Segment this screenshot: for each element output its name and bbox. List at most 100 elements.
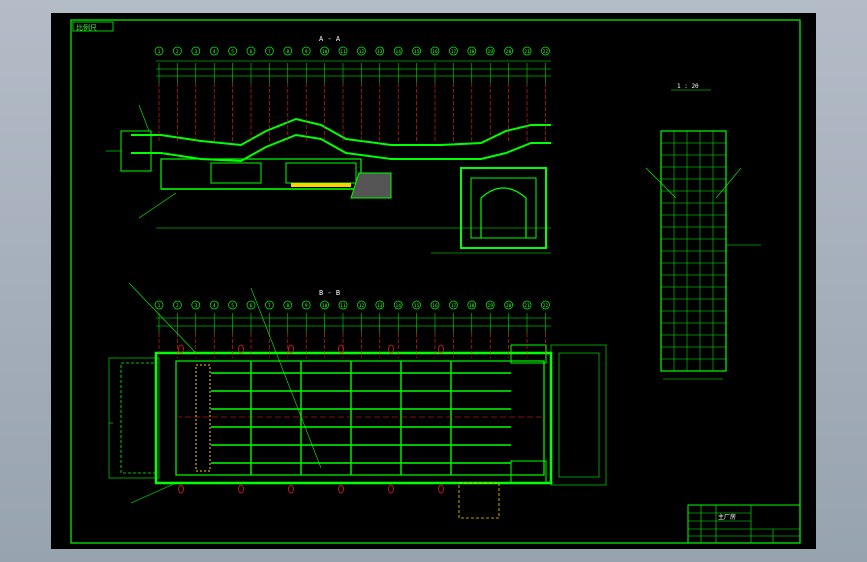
axis-bubble: 10: [320, 300, 329, 310]
svg-text:19: 19: [487, 303, 493, 309]
svg-text:10: 10: [322, 303, 328, 309]
section-a-label: A - A: [319, 35, 341, 43]
axis-bubble: 21: [522, 300, 532, 310]
axis-bubble: 12: [357, 46, 366, 56]
axis-bubble: 21: [522, 46, 532, 56]
svg-text:7: 7: [268, 49, 271, 55]
axis-bubble: 22: [541, 46, 550, 56]
svg-text:9: 9: [305, 303, 308, 309]
axis-bubble: 16: [430, 46, 440, 56]
axis-bubble: 7: [265, 46, 274, 56]
axis-bubble: 8: [283, 46, 293, 56]
svg-text:8: 8: [286, 49, 289, 55]
axis-bubble: 4: [209, 46, 219, 56]
svg-text:12: 12: [359, 303, 365, 309]
axis-bubble: 14: [393, 300, 403, 310]
svg-text:20: 20: [506, 49, 512, 55]
axis-bubble: 6: [246, 300, 256, 310]
svg-text:22: 22: [543, 49, 549, 55]
axis-bubble: 1: [154, 300, 164, 310]
axis-bubble: 7: [265, 300, 274, 310]
svg-text:21: 21: [524, 303, 530, 309]
svg-text:14: 14: [395, 49, 401, 55]
svg-text:21: 21: [524, 49, 530, 55]
svg-text:15: 15: [414, 49, 420, 55]
svg-text:22: 22: [543, 303, 549, 309]
svg-text:4: 4: [213, 49, 216, 55]
svg-text:19: 19: [487, 49, 493, 55]
axis-bubble: 6: [246, 46, 256, 56]
detail-grid: 1 : 20: [645, 83, 761, 380]
svg-text:17: 17: [451, 49, 457, 55]
axis-bubble: 3: [191, 46, 201, 56]
svg-text:2: 2: [176, 49, 179, 55]
axis-bubble: 1: [154, 46, 164, 56]
axis-bubble: 4: [209, 300, 219, 310]
svg-text:1: 1: [158, 49, 161, 55]
axis-bubble: 13: [375, 300, 385, 310]
axis-bubble: 2: [173, 46, 182, 56]
corner-tag: 比例尺: [76, 23, 97, 32]
axis-bubble: 20: [504, 300, 513, 310]
axis-bubble: 18: [467, 300, 477, 310]
axis-bubble: 9: [301, 46, 311, 56]
axis-bubble: 3: [191, 300, 201, 310]
detail-scale-label: 1 : 20: [677, 83, 699, 90]
axis-bubble: 14: [393, 46, 403, 56]
axis-bubble: 11: [338, 300, 348, 310]
axis-bubble: 17: [449, 46, 458, 56]
svg-text:12: 12: [359, 49, 365, 55]
axis-bubble: 15: [412, 300, 421, 310]
svg-text:9: 9: [305, 49, 308, 55]
svg-text:6: 6: [250, 303, 253, 309]
axis-bubble: 17: [449, 300, 458, 310]
axis-bubble: 13: [375, 46, 385, 56]
svg-text:10: 10: [322, 49, 328, 55]
svg-text:11: 11: [340, 303, 346, 309]
channel-profile: [131, 117, 551, 147]
svg-text:8: 8: [286, 303, 289, 309]
svg-text:18: 18: [469, 303, 475, 309]
svg-text:3: 3: [194, 49, 197, 55]
axis-bubble: 22: [541, 300, 550, 310]
axis-bubble: 2: [173, 300, 182, 310]
svg-text:4: 4: [213, 303, 216, 309]
corner-tag-box: [72, 21, 114, 32]
svg-text:14: 14: [395, 303, 401, 309]
title-block-label: 主厂房: [718, 513, 736, 521]
axis-bubble: 16: [430, 300, 440, 310]
svg-text:7: 7: [268, 303, 271, 309]
svg-text:16: 16: [432, 49, 438, 55]
svg-text:16: 16: [432, 303, 438, 309]
svg-text:11: 11: [340, 49, 346, 55]
axis-bubble: 18: [467, 46, 477, 56]
svg-text:13: 13: [377, 303, 383, 309]
axis-bubble: 15: [412, 46, 421, 56]
axis-lines-a: [158, 63, 546, 143]
svg-text:5: 5: [231, 49, 234, 55]
axis-bubble: 8: [283, 300, 293, 310]
title-block: 主厂房: [687, 504, 801, 544]
hatched-wall: [350, 172, 392, 199]
axis-bubble: 11: [338, 46, 348, 56]
axis-bubble: 5: [228, 300, 237, 310]
hatch-strip: [195, 364, 211, 472]
axis-bubble: 10: [320, 46, 329, 56]
svg-text:5: 5: [231, 303, 234, 309]
svg-text:18: 18: [469, 49, 475, 55]
culvert-box: [460, 167, 547, 249]
svg-text:1: 1: [158, 303, 161, 309]
svg-text:13: 13: [377, 49, 383, 55]
svg-text:15: 15: [414, 303, 420, 309]
axis-bubble: 19: [485, 300, 495, 310]
axis-bubble: 19: [485, 46, 495, 56]
axis-bubble: 5: [228, 46, 237, 56]
axis-bubble: 9: [301, 300, 311, 310]
sheet-border: [70, 19, 801, 544]
